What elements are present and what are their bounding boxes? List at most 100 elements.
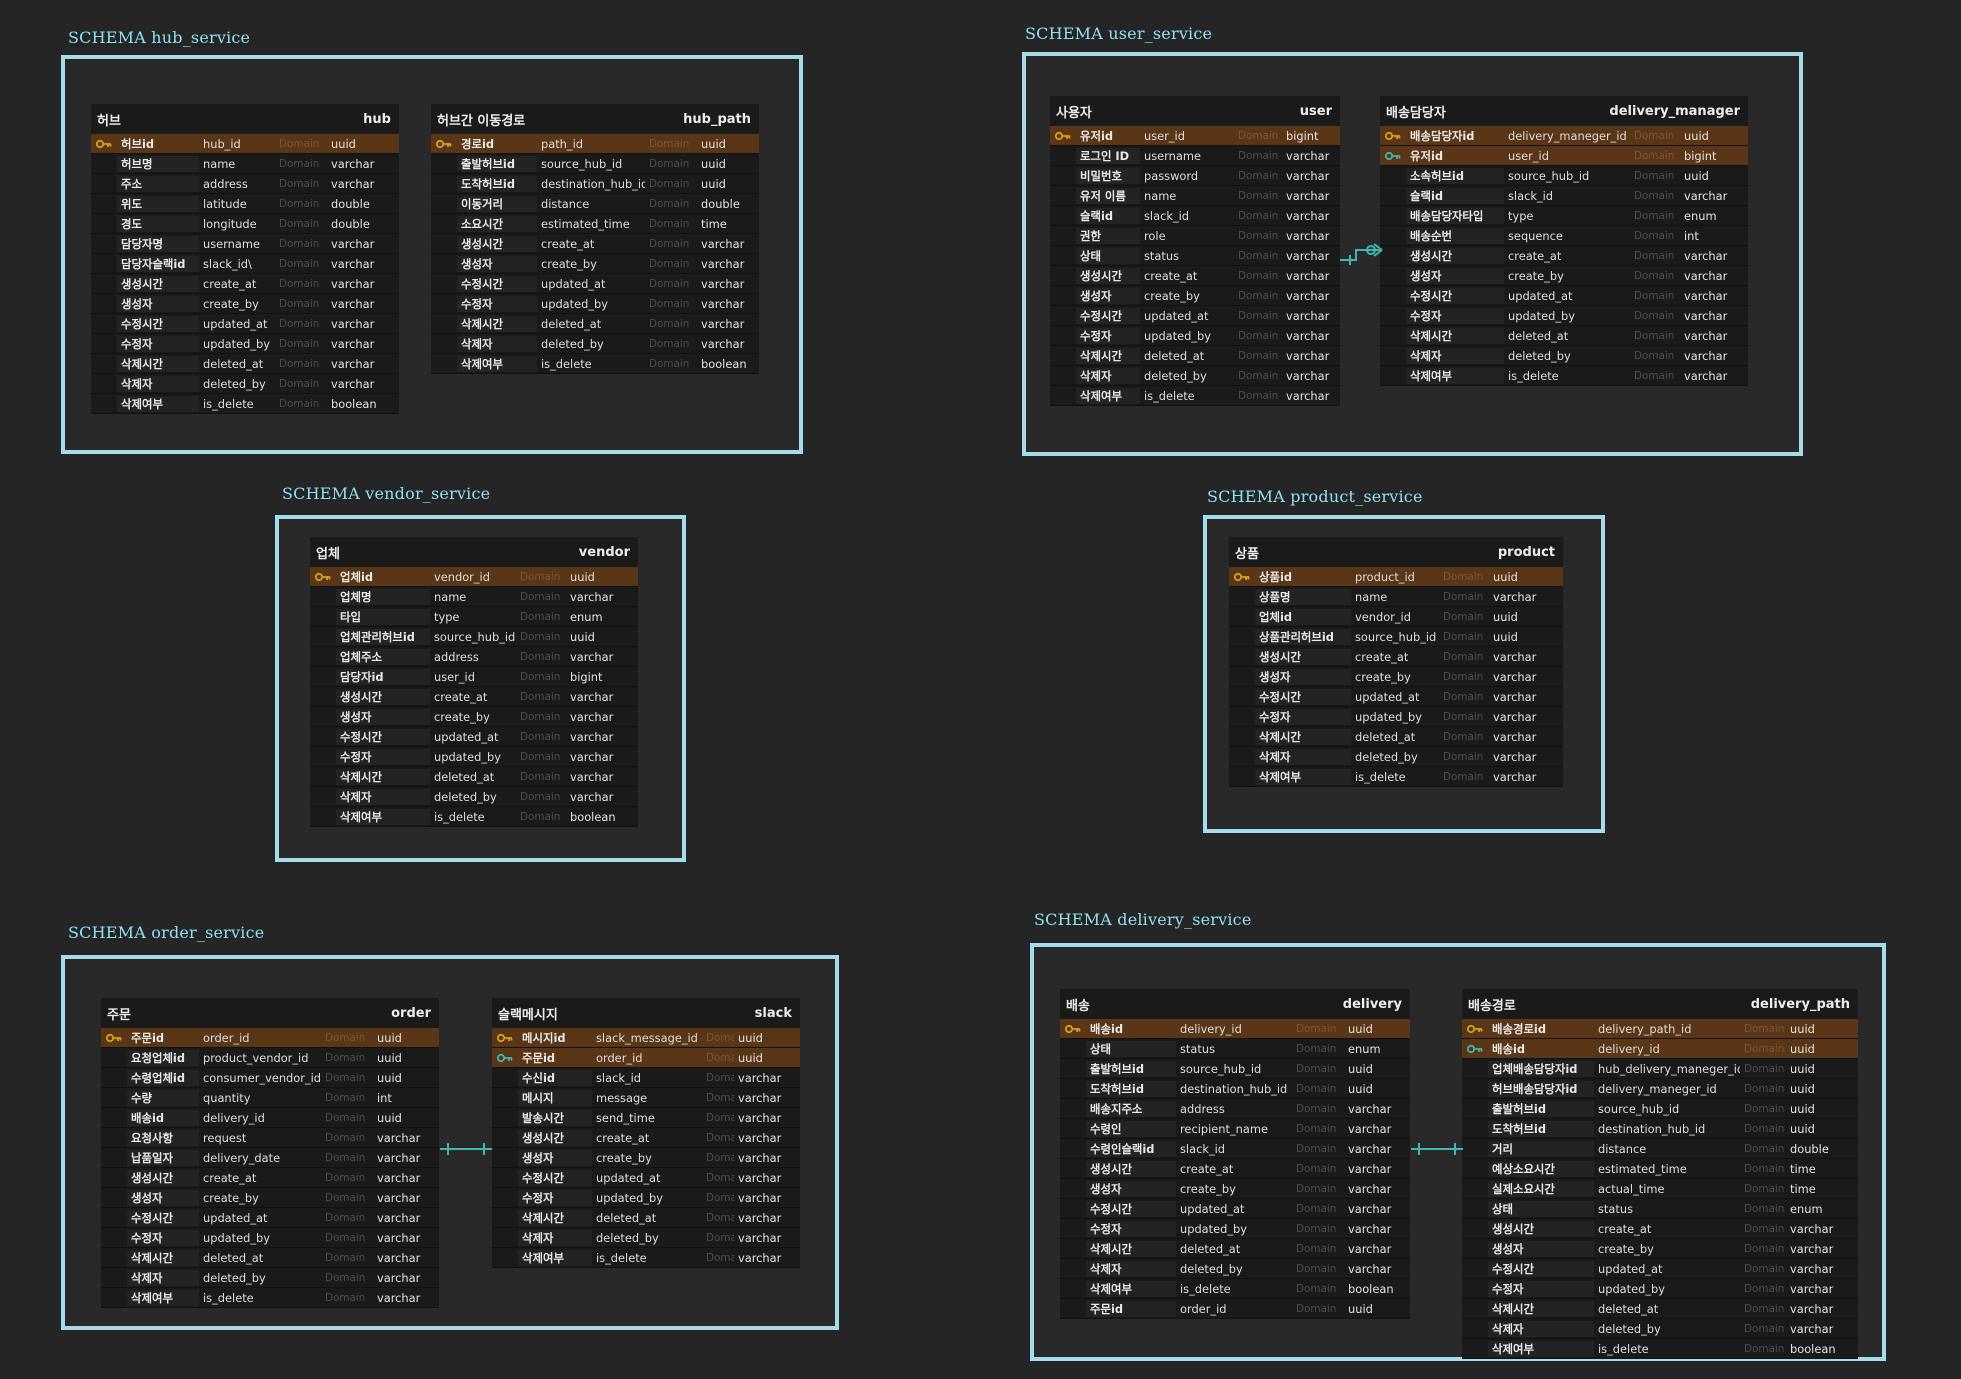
column-row[interactable]: 메시지messageDomainvarchar [492,1088,800,1108]
relation-order-slack[interactable] [439,1141,493,1157]
table-slack[interactable]: 슬랙메시지slack메시지idslack_message_idDomainuui… [492,998,800,1268]
relation-delivery-delivery-path[interactable] [1410,1141,1464,1157]
